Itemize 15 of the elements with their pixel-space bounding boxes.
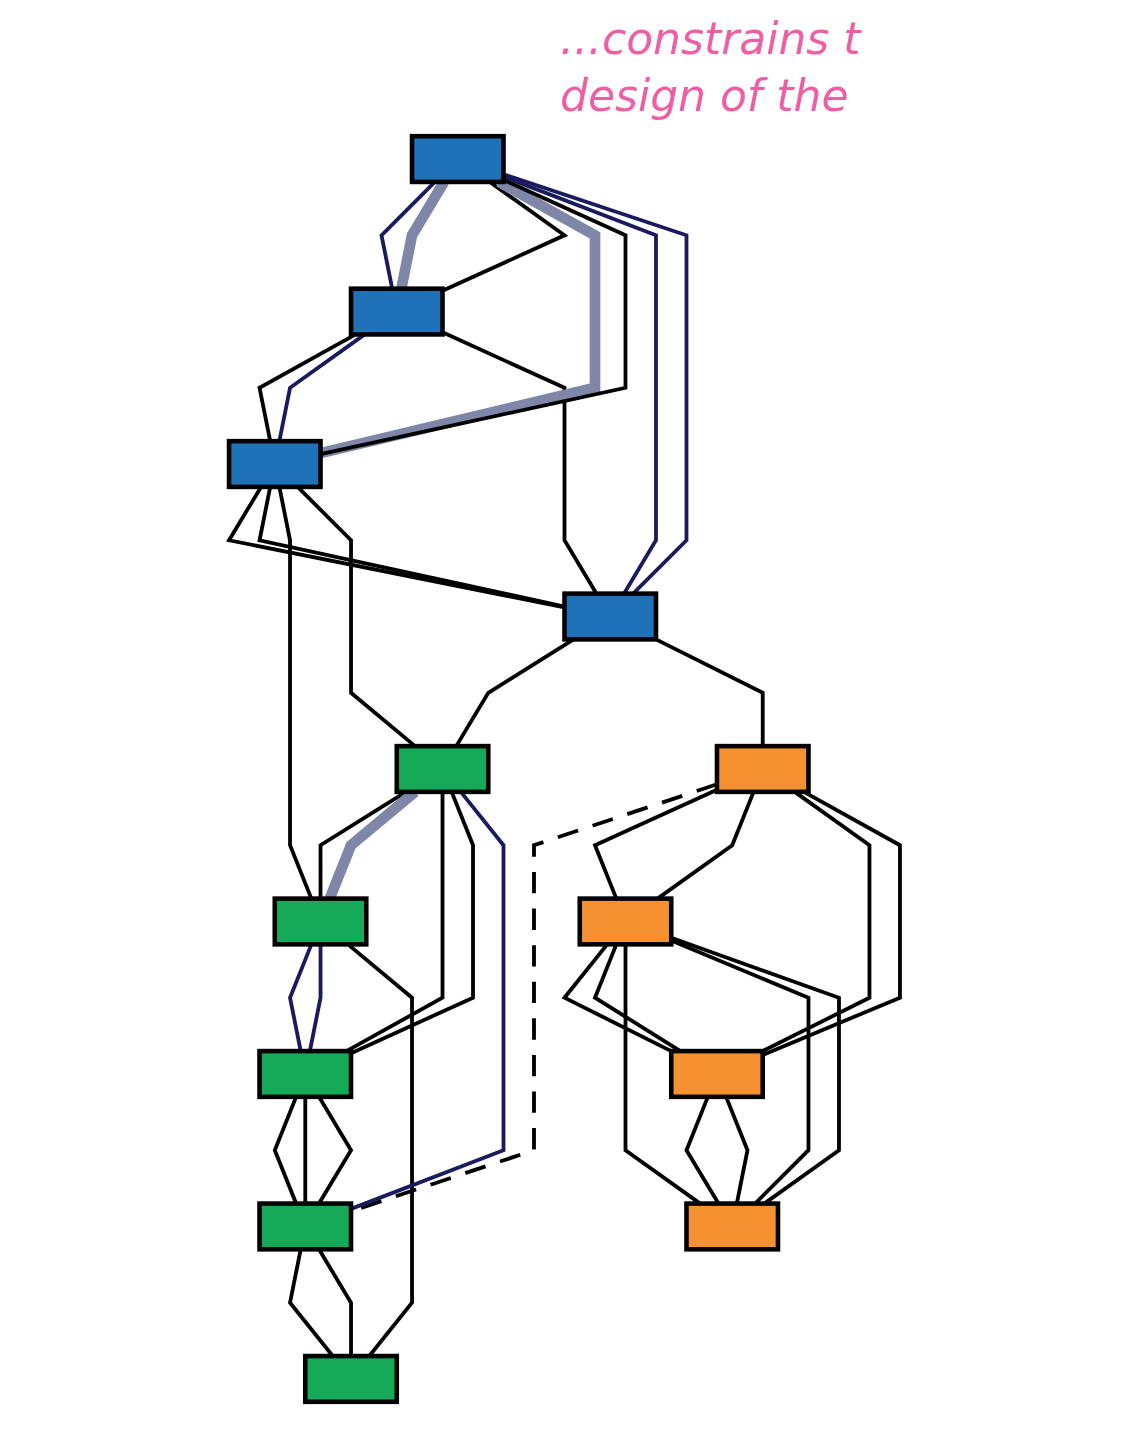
node-box	[348, 286, 445, 338]
node-box	[409, 134, 506, 185]
node-box	[303, 1354, 400, 1405]
node-box	[562, 591, 659, 643]
heading-text: ...constrains t	[560, 12, 863, 66]
node-box	[272, 896, 369, 947]
node-box	[226, 439, 323, 490]
node-box	[684, 1201, 781, 1252]
node-box	[714, 744, 811, 795]
node-box	[394, 744, 491, 795]
heading-text: design of the	[560, 69, 850, 124]
node-box	[577, 896, 674, 947]
node-box	[668, 1049, 765, 1100]
node-box	[257, 1049, 354, 1100]
node-box	[257, 1201, 354, 1252]
